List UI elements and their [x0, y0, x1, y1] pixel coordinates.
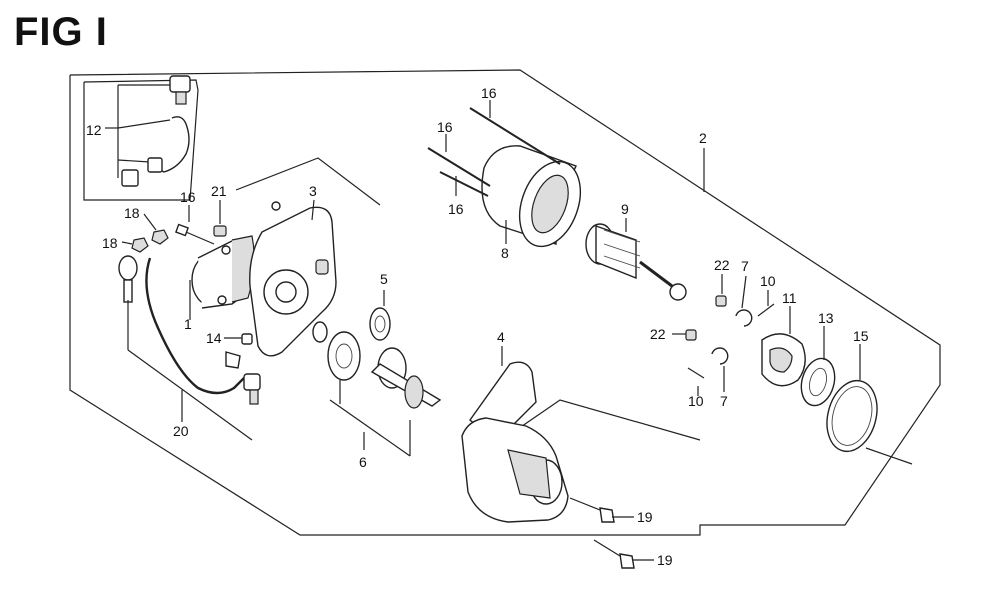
callout-13: 13 — [818, 310, 834, 326]
callout-19b: 19 — [657, 552, 673, 568]
callout-20: 20 — [173, 423, 189, 439]
part-9-armature — [585, 218, 687, 301]
part-3-end-cover — [235, 157, 381, 357]
part-6-gear-shaft-set — [312, 321, 442, 457]
callout-3: 3 — [309, 183, 317, 199]
callout-10b: 10 — [688, 393, 704, 409]
callout-12: 12 — [86, 122, 102, 138]
part-20-cable — [118, 255, 261, 441]
part-12-wire-harness — [83, 75, 199, 201]
part-4-front-bracket — [461, 346, 701, 523]
assembly-outline — [69, 69, 941, 536]
callout-1: 1 — [184, 316, 192, 332]
callout-2: 2 — [699, 130, 707, 146]
callout-22a: 22 — [714, 257, 730, 273]
callout-16a: 16 — [481, 85, 497, 101]
callout-8: 8 — [501, 245, 509, 261]
part-1-motor-housing — [189, 235, 255, 320]
bolts-19 — [569, 497, 654, 569]
callout-6: 6 — [359, 454, 367, 470]
callout-labels: 1 2 3 4 5 6 7 7 8 9 10 10 11 12 13 14 15… — [86, 85, 869, 568]
callout-18b: 18 — [102, 235, 118, 251]
part-8-yoke — [481, 145, 582, 248]
callout-7b: 7 — [720, 393, 728, 409]
callout-11: 11 — [782, 290, 797, 306]
callout-5: 5 — [380, 271, 388, 287]
callout-14: 14 — [206, 330, 222, 346]
callout-16b: 16 — [437, 119, 453, 135]
callout-9: 9 — [621, 201, 629, 217]
part-13-plate — [800, 326, 836, 407]
callout-21: 21 — [211, 183, 227, 199]
callout-7a: 7 — [741, 258, 749, 274]
bolts-16-top — [427, 100, 561, 197]
callout-16d: 16 — [180, 189, 196, 205]
part-5-gear — [369, 290, 391, 341]
callout-10a: 10 — [760, 273, 776, 289]
part-15-gasket — [826, 344, 913, 465]
callout-19a: 19 — [637, 509, 653, 525]
figure-title: FIG I — [14, 10, 108, 54]
callout-16c: 16 — [448, 201, 464, 217]
brush-holder-set — [672, 274, 806, 396]
fasteners-left — [121, 200, 253, 345]
callout-22b: 22 — [650, 326, 666, 342]
callout-4: 4 — [497, 329, 505, 345]
callout-18a: 18 — [124, 205, 140, 221]
callout-15: 15 — [853, 328, 869, 344]
